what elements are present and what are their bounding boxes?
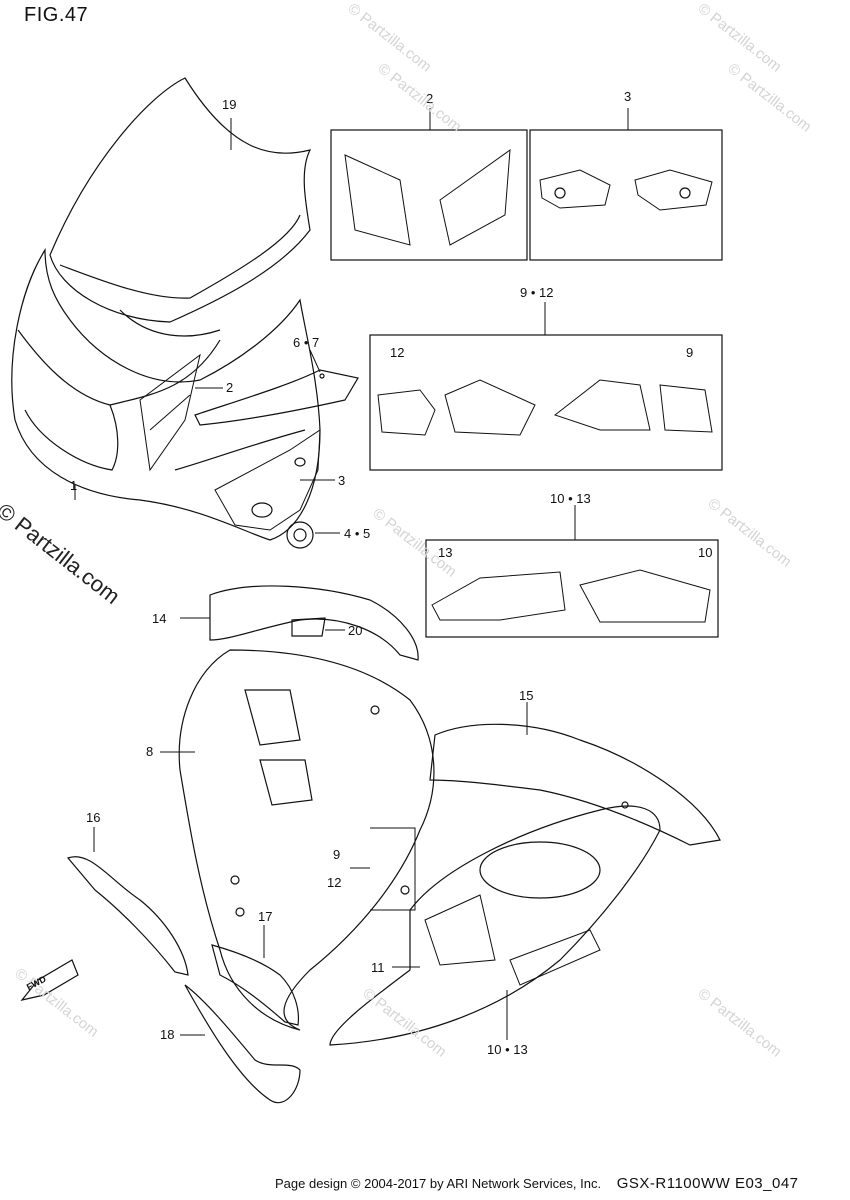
footer-copyright: Page design © 2004-2017 by ARI Network S…: [275, 1176, 602, 1191]
callout-9-12-top: 9 • 12: [520, 285, 554, 300]
callout-14: 14: [152, 611, 167, 626]
callout-15: 15: [519, 688, 534, 703]
grommet: [286, 521, 314, 549]
inner-bracket: [194, 369, 359, 426]
callout-1: 1: [70, 478, 78, 493]
callout-3-top: 3: [624, 89, 632, 104]
callout-17: 17: [258, 909, 273, 924]
emblem-box-2: [330, 129, 528, 261]
bracket-17: [211, 944, 300, 1026]
callout-16: 16: [86, 810, 101, 825]
under-cowl: [329, 805, 661, 1046]
box-9-12-label-12: 12: [390, 345, 405, 360]
box-9-12-label-9: 9: [686, 345, 694, 360]
callout-9-lower: 9: [333, 847, 341, 862]
figure-label: FIG.47: [24, 4, 89, 26]
forward-arrow: [20, 959, 79, 1001]
callout-4-5: 4 • 5: [344, 526, 371, 541]
box-10-13-label-10: 10: [698, 545, 713, 560]
callout-20: 20: [348, 623, 363, 638]
callout-10-13-lower: 10 • 13: [487, 1042, 528, 1057]
under-panel-18: [184, 984, 301, 1104]
callout-12-lower: 12: [327, 875, 342, 890]
emblem-box-3: [529, 129, 723, 261]
box-10-13-label-13: 13: [438, 545, 453, 560]
side-cowl: [429, 723, 721, 846]
callout-19: 19: [222, 97, 237, 112]
inner-panel: [209, 585, 419, 661]
callout-11: 11: [371, 960, 385, 975]
callout-18: 18: [160, 1027, 175, 1042]
emblem-box-10-13: [425, 539, 719, 638]
callout-3-fairing: 3: [338, 473, 346, 488]
callout-2-top: 2: [426, 91, 434, 106]
callout-8: 8: [146, 744, 154, 759]
upper-cowling: [11, 247, 321, 541]
windscreen: [49, 77, 312, 323]
side-panel-16: [66, 856, 189, 976]
footer: Page design © 2004-2017 by ARI Network S…: [275, 1175, 799, 1192]
callout-10-13-top: 10 • 13: [550, 491, 591, 506]
lower-cowling: [178, 649, 435, 1031]
emblem-box-9-12: [369, 334, 723, 471]
callout-6-7: 6 • 7: [293, 335, 320, 350]
footer-model-code: GSX-R1100WW E03_047: [616, 1175, 799, 1192]
callout-2-fairing: 2: [226, 380, 234, 395]
